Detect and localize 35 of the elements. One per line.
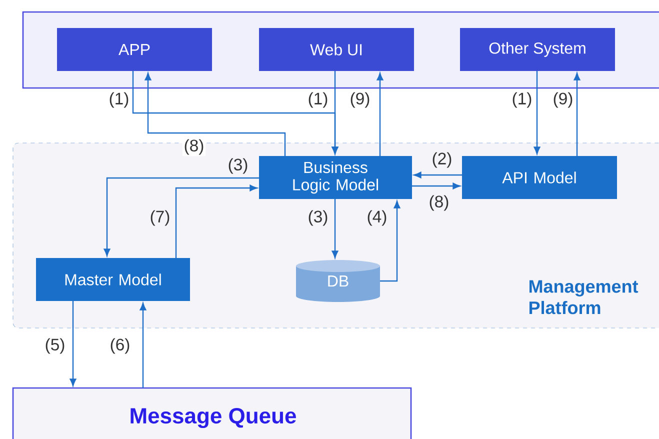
module-box: Master Model xyxy=(36,258,190,301)
edge-label: (1) xyxy=(107,90,131,110)
database-cylinder: DB xyxy=(296,260,380,302)
edge-label: (8) xyxy=(428,194,451,212)
edge-label: (3) xyxy=(306,208,330,228)
edge-label: (9) xyxy=(552,90,575,110)
edge-label: (1) xyxy=(306,90,330,110)
arrow xyxy=(376,72,384,156)
edge-label: (1) xyxy=(510,90,534,110)
arrow xyxy=(574,72,580,156)
edge-label: (4) xyxy=(366,208,389,228)
arrow xyxy=(412,182,460,190)
arrow xyxy=(175,184,258,258)
arrow xyxy=(104,177,259,256)
edge-label: (6) xyxy=(108,336,132,356)
module-box: API Model xyxy=(462,156,617,199)
client-box: APP xyxy=(57,28,212,71)
arrow xyxy=(70,301,76,386)
edge-label: (8) xyxy=(182,138,206,156)
arrow xyxy=(332,71,338,154)
arrow xyxy=(332,199,338,258)
edge-label: (7) xyxy=(148,208,172,228)
arrow xyxy=(140,302,146,388)
module-box: Business Logic Model xyxy=(259,156,412,199)
edge-label: (2) xyxy=(430,150,454,170)
client-box: Other System xyxy=(460,28,615,71)
arrow xyxy=(380,200,400,282)
arrow xyxy=(144,72,286,156)
queue-box: Message Queue xyxy=(12,387,412,439)
client-box: Web UI xyxy=(259,28,414,71)
arrow xyxy=(414,172,462,178)
arrow xyxy=(534,71,540,154)
edge-label: (5) xyxy=(43,336,67,356)
edge-label: (9) xyxy=(348,90,372,110)
edge-label: (3) xyxy=(226,156,250,176)
